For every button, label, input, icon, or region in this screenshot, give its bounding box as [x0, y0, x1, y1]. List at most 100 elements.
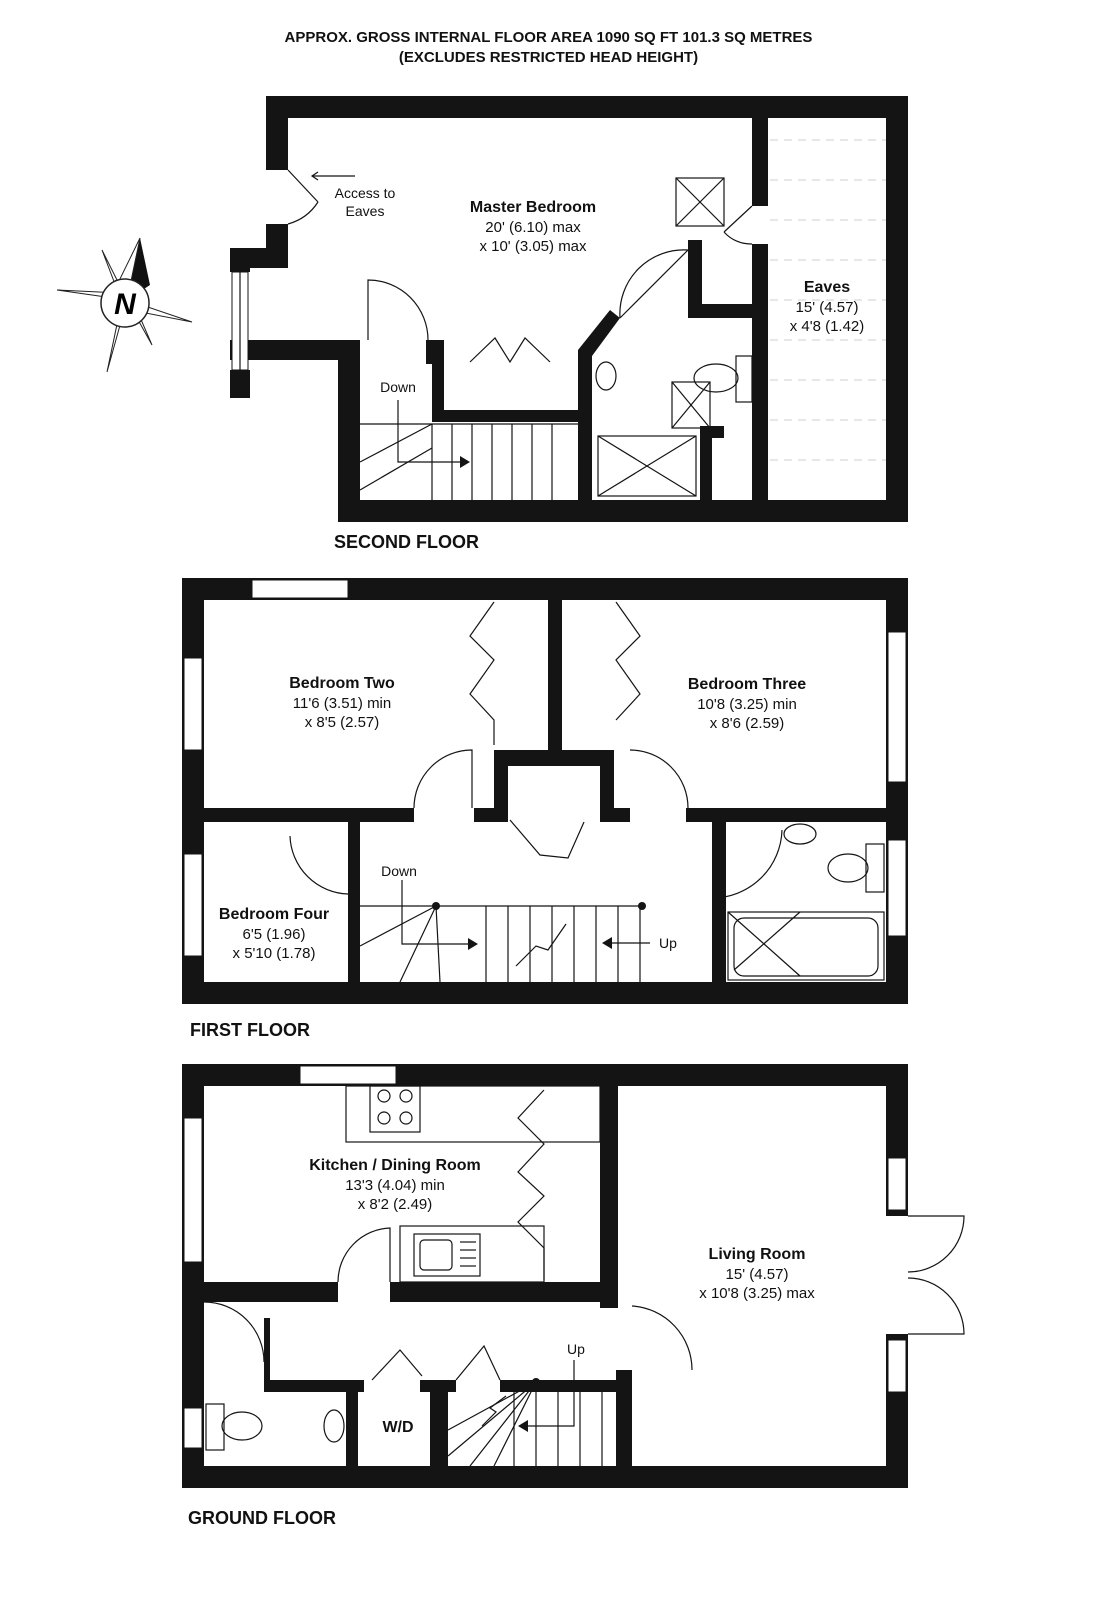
second-floor-down-label: Down [380, 379, 416, 395]
wall [600, 808, 630, 822]
bedroom-three-door [629, 749, 689, 809]
master-bedroom-dim1: 20' (6.10) max [485, 219, 581, 236]
bedroom-four-name: Bedroom Four [219, 906, 329, 923]
living-room-dim1: 15' (4.57) [726, 1266, 789, 1283]
cupboard-door [509, 819, 585, 859]
wall [182, 1466, 908, 1488]
master-bedroom-dim2: x 10' (3.05) max [479, 238, 587, 255]
bedroom-four-dim2: x 5'10 (1.78) [233, 945, 316, 962]
window [887, 839, 907, 937]
floor-area-subtitle: (EXCLUDES RESTRICTED HEAD HEIGHT) [398, 49, 699, 66]
window [183, 1407, 203, 1449]
wall [494, 750, 614, 766]
basin-icon [783, 823, 817, 845]
bath-icon [727, 911, 885, 981]
bedroom-three-dim2: x 8'6 (2.59) [710, 715, 785, 732]
bathroom-door [711, 829, 783, 899]
wall [338, 500, 908, 522]
wall [204, 808, 414, 822]
first-floor-plan [182, 578, 908, 1004]
hob-icon [369, 1085, 421, 1133]
cupboard-door [455, 1344, 501, 1381]
kitchen-dim2: x 8'2 (2.49) [358, 1196, 433, 1213]
eaves-name: Eaves [804, 279, 850, 296]
wall [230, 248, 274, 268]
wall [266, 96, 908, 118]
wardrobe-doors [615, 601, 641, 721]
window [183, 657, 203, 751]
wall [548, 600, 562, 750]
window [887, 631, 907, 783]
wall [688, 240, 702, 318]
bedroom-three-name: Bedroom Three [688, 676, 806, 693]
wall [420, 1380, 456, 1392]
bedroom-two-dim1: 11'6 (3.51) min [293, 695, 391, 712]
wall [688, 304, 768, 318]
wall [182, 1064, 908, 1086]
wall [338, 340, 360, 522]
wall [182, 982, 908, 1004]
bedroom-four-dim1: 6'5 (1.96) [243, 926, 306, 943]
living-room-dim2: x 10'8 (3.25) max [699, 1285, 815, 1302]
sink-icon [413, 1233, 481, 1277]
wall [426, 340, 444, 364]
wall [494, 750, 508, 822]
wall [348, 822, 360, 982]
basin-icon [323, 1409, 345, 1443]
window [299, 1065, 397, 1085]
wardrobe-doors [469, 601, 495, 745]
wall [346, 1380, 358, 1466]
bedroom-two-dim2: x 8'5 (2.57) [305, 714, 380, 731]
compass-rose-icon: N [56, 237, 193, 373]
wall [264, 1380, 364, 1392]
wd-label: W/D [382, 1419, 413, 1436]
wall [712, 822, 726, 982]
wall [600, 750, 614, 822]
skylight-icon [675, 177, 725, 227]
basin-icon [595, 361, 617, 391]
eaves-dim1: 15' (4.57) [796, 299, 859, 316]
living-room-name: Living Room [709, 1246, 806, 1263]
second-floor-label: SECOND FLOOR [334, 532, 480, 552]
stair-door [367, 279, 429, 341]
compass-north-label: N [114, 288, 137, 321]
kitchen-name: Kitchen / Dining Room [309, 1157, 481, 1174]
shower-tray-icon [597, 435, 697, 497]
window [183, 1117, 203, 1263]
patio-door-opening [886, 1216, 908, 1334]
bedroom-two-door [413, 749, 473, 809]
wall [430, 1380, 448, 1466]
eaves-door [723, 205, 753, 245]
floor-area-header: APPROX. GROSS INTERNAL FLOOR AREA 1090 S… [0, 28, 1097, 68]
wall [182, 578, 908, 600]
wall [752, 244, 768, 522]
toilet-icon [827, 843, 885, 893]
first-floor-label: FIRST FLOOR [190, 1020, 310, 1040]
wall [686, 808, 886, 822]
patio-doors [907, 1215, 965, 1335]
wall [230, 370, 250, 398]
wall [578, 350, 592, 522]
wall [432, 360, 444, 422]
second-floor-plan [230, 96, 908, 522]
window [887, 1157, 907, 1211]
wall [432, 410, 582, 422]
access-to-eaves-label-2: Eaves [346, 203, 385, 219]
wall [752, 96, 768, 206]
kitchen-dim1: 13'3 (4.04) min [345, 1177, 445, 1194]
skylight-icon [671, 381, 711, 429]
wardrobe-doors [469, 337, 551, 364]
wall [474, 808, 508, 822]
bedroom-three-dim1: 10'8 (3.25) min [697, 696, 797, 713]
wall [264, 1318, 270, 1388]
eaves-dim2: x 4'8 (1.42) [790, 318, 865, 335]
toilet-icon [693, 355, 753, 403]
window [887, 1339, 907, 1393]
ground-floor-label: GROUND FLOOR [188, 1508, 336, 1528]
cupboard-doors [517, 1089, 545, 1280]
wall [616, 1370, 632, 1466]
floor-area-title: APPROX. GROSS INTERNAL FLOOR AREA 1090 S… [284, 29, 813, 46]
utility-door [371, 1349, 423, 1381]
wall [266, 96, 288, 170]
